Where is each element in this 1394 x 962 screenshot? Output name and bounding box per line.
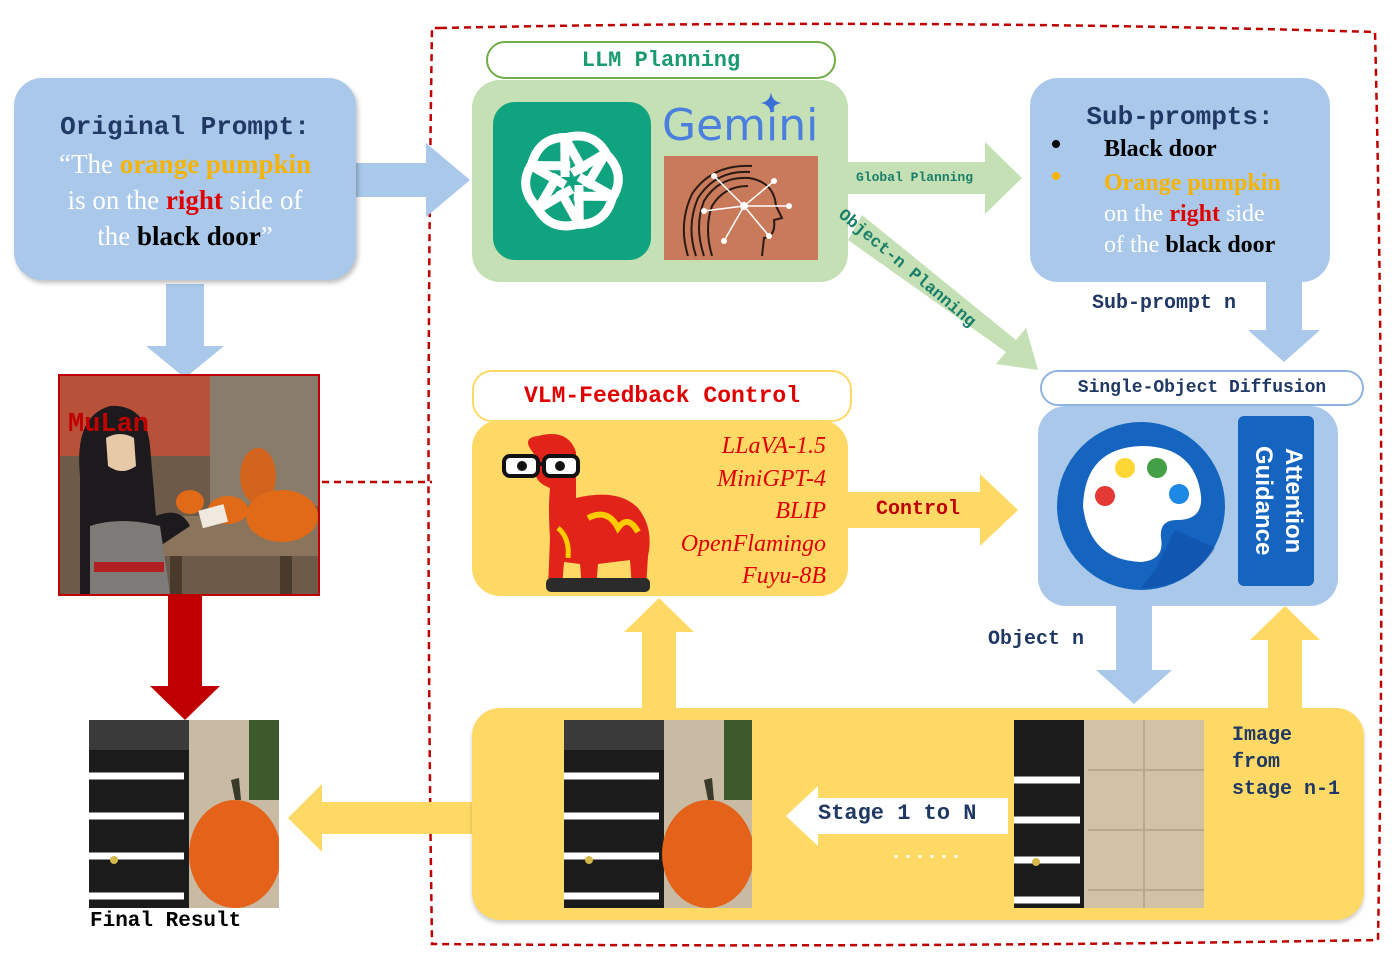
arrow-control <box>848 474 1018 546</box>
arrow-to-vlm <box>624 598 694 708</box>
vlm-model-openflamingo: OpenFlamingo <box>680 530 826 557</box>
llava-llama-mascot-image <box>498 428 668 594</box>
gemini-sparkle-icon <box>760 92 782 114</box>
image-from-stage-line2: from <box>1232 751 1281 774</box>
mulan-image: MuLan <box>58 374 320 596</box>
attention-guidance-label: Attention Guidance <box>1250 446 1307 556</box>
vlm-model-llava: LLaVA-1.5 <box>721 433 826 459</box>
vlm-model-list: LLaVA-1.5 MiniGPT-4 BLIP OpenFlamingo Fu… <box>640 430 826 593</box>
image-from-stage-line1: Image <box>1232 724 1293 747</box>
sub-prompt-black-door: black door <box>1165 232 1276 258</box>
arrow-object-n <box>1096 606 1172 704</box>
stage-output-image <box>564 720 752 908</box>
stage-ellipsis: ...... <box>890 842 963 865</box>
final-result-label: Final Result <box>90 910 242 933</box>
llm-planning-label-pill: LLM Planning <box>486 41 836 79</box>
arrow-global-planning <box>848 142 1022 214</box>
arrow-prompt-to-mulan <box>146 284 224 378</box>
stage-arrow <box>786 786 1008 846</box>
object-n-label: Object n <box>988 628 1085 651</box>
image-from-stage-label: Image from stage n-1 <box>1232 722 1340 803</box>
llm-head-network-image <box>664 156 818 260</box>
openai-logo-icon <box>493 102 651 260</box>
prompt-side-of: side of <box>222 185 303 215</box>
sub-prompt-item-2: Orange pumpkin on the right side of the … <box>1104 168 1281 261</box>
gemini-wordmark: Gemini <box>662 100 819 151</box>
image-from-stage-line3: stage n-1 <box>1232 778 1341 801</box>
arrow-to-final <box>288 784 474 852</box>
bullet-1 <box>1052 140 1060 148</box>
single-object-diffusion-pill: Single-Object Diffusion <box>1040 370 1364 406</box>
stage-input-image <box>1014 720 1204 908</box>
vlm-model-fuyu: Fuyu-8B <box>742 563 826 589</box>
arrow-prompt-to-llm <box>356 143 470 217</box>
sub-prompts-title: Sub-prompts: <box>1086 102 1274 132</box>
arrow-object-n-planning <box>848 215 1038 370</box>
arrow-to-diffusion <box>1250 606 1320 708</box>
prompt-close-quote: ” <box>260 221 273 251</box>
attention-guidance-block: Attention Guidance <box>1238 416 1314 586</box>
mulan-label: MuLan <box>68 410 150 440</box>
sub-prompt-on-the: on the <box>1104 201 1170 227</box>
arrow-mulan-to-final <box>150 596 220 720</box>
control-label: Control <box>876 498 961 521</box>
sub-prompt-of-the: of the <box>1104 232 1166 258</box>
stage-label: Stage 1 to N <box>818 801 977 826</box>
sub-prompt-side: side <box>1220 201 1265 227</box>
original-prompt-title: Original Prompt: <box>60 112 310 142</box>
sub-prompt-right: right <box>1169 201 1220 227</box>
prompt-right: right <box>165 185 223 215</box>
palette-icon <box>1055 420 1227 592</box>
sub-prompt-n-label: Sub-prompt n <box>1092 292 1237 315</box>
single-object-diffusion-title: Single-Object Diffusion <box>1077 378 1327 398</box>
sub-prompt-item-1: Black door <box>1104 136 1217 162</box>
vlm-model-blip: BLIP <box>775 498 826 524</box>
vlm-model-minigpt: MiniGPT-4 <box>717 465 826 492</box>
gemini-logo: Gemini <box>662 92 822 156</box>
original-prompt-text: “The orange pumpkin is on the right side… <box>14 146 356 254</box>
prompt-open-quote: “The <box>58 149 120 179</box>
sub-prompt-orange-pumpkin: Orange pumpkin <box>1104 170 1281 196</box>
vlm-feedback-pill: VLM-Feedback Control <box>472 370 852 422</box>
prompt-the: the <box>97 221 137 251</box>
arrow-sub-prompt-n <box>1248 282 1320 362</box>
sub-prompts-box: Sub-prompts: Black door Orange pumpkin o… <box>1030 78 1330 282</box>
llm-planning-title: LLM Planning <box>581 47 741 73</box>
prompt-orange-pumpkin: orange pumpkin <box>119 149 312 179</box>
prompt-black-door: black door <box>136 221 261 251</box>
original-prompt-box: Original Prompt: “The orange pumpkin is … <box>14 78 356 280</box>
vlm-feedback-title: VLM-Feedback Control <box>523 383 801 409</box>
final-result-image <box>89 720 279 908</box>
mulan-dashed-boundary <box>427 22 1383 947</box>
bullet-2 <box>1052 172 1060 180</box>
global-planning-label: Global Planning <box>856 170 974 185</box>
prompt-is-on-the: is on the <box>67 185 166 215</box>
